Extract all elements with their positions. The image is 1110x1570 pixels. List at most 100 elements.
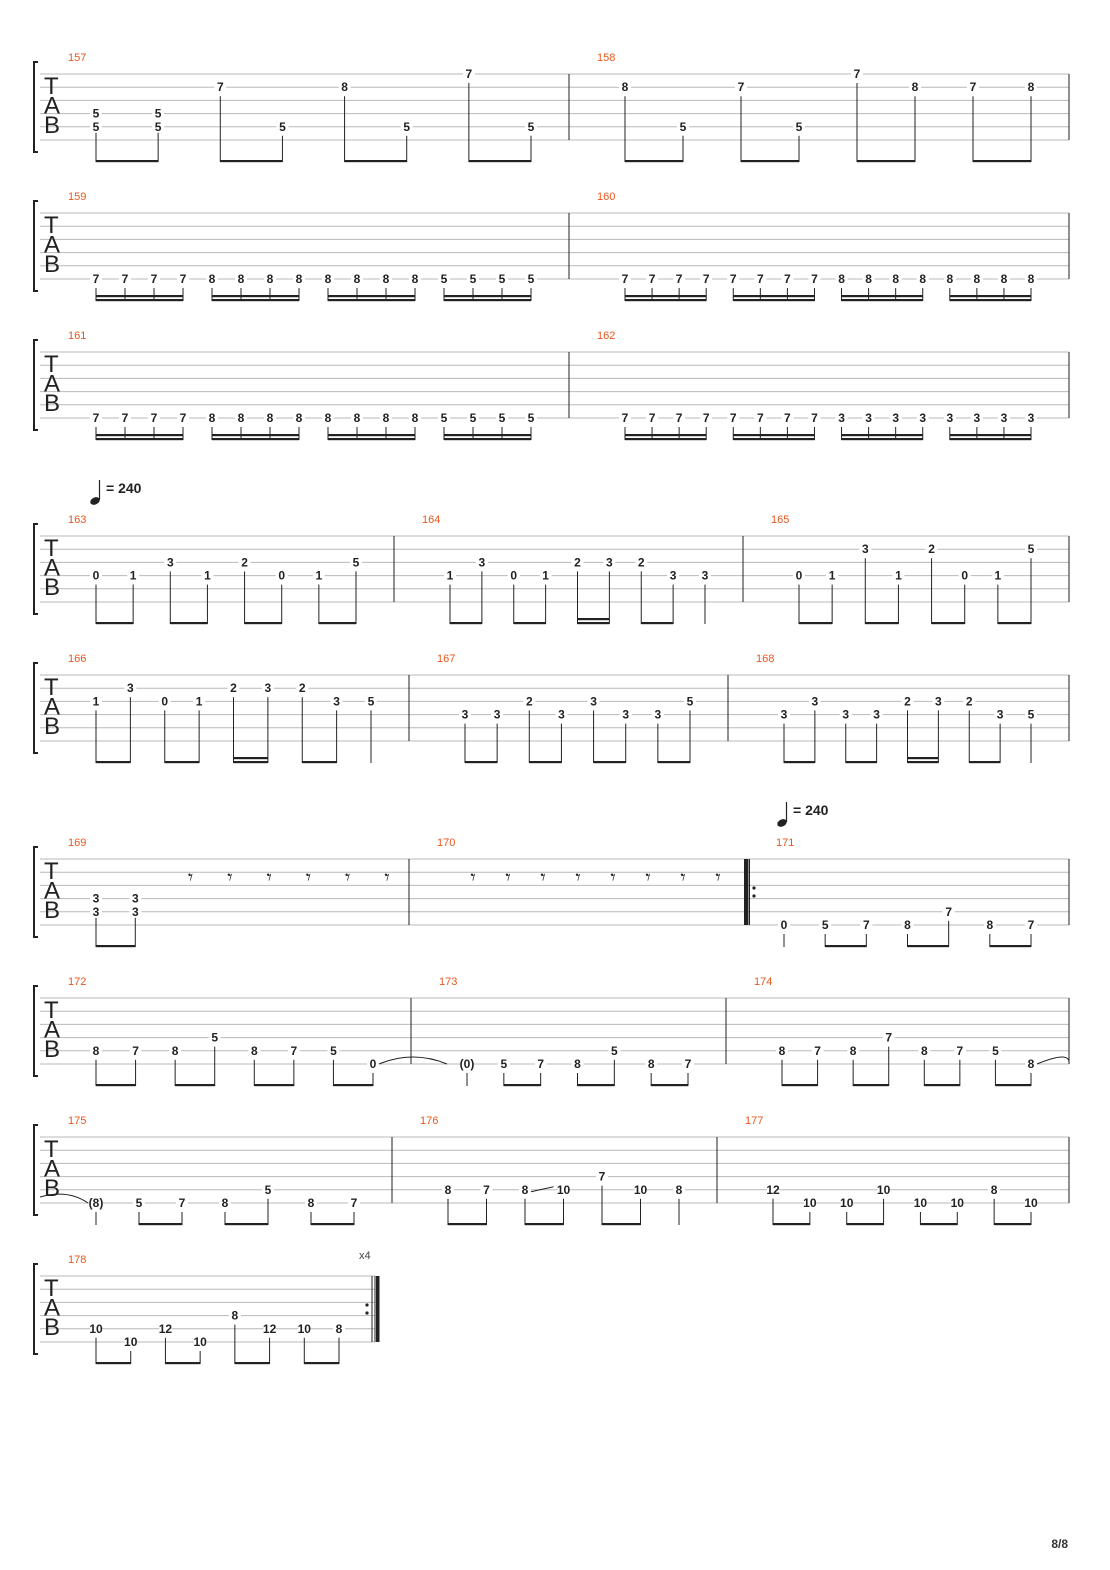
fret-number: 5 [500,1057,507,1071]
bar-number: 171 [776,837,794,849]
fret-number: 8 [412,272,419,286]
fret-number: 3 [873,708,880,722]
beam [841,299,923,302]
fret-number: 3 [462,708,469,722]
fret-bg [699,569,711,582]
beam [825,945,867,948]
fret-bg [667,569,680,582]
beam [529,761,562,764]
beam [625,299,707,302]
fret-bg [507,569,520,582]
beam [225,1223,268,1226]
tab-clef-letter: A [44,1156,60,1183]
system-bracket [33,1263,38,1355]
fret-bg [496,412,508,424]
fret-bg [365,695,377,708]
fret-number: 8 [354,272,361,286]
fret-bg [918,1044,931,1057]
fret-bg [619,273,631,285]
fret-bg [909,81,921,94]
beam [973,160,1031,163]
fret-bg [442,1183,454,1196]
beam [96,299,183,302]
fret-bg [400,120,413,133]
beam [468,160,531,163]
fret-bg [673,1183,685,1196]
fret-bg [811,1044,824,1057]
fret-bg [673,273,686,285]
fret-number: 8 [919,272,926,286]
fret-bg [778,708,790,721]
fret-bg [989,1044,1002,1057]
fret-bg [892,569,905,582]
beam [994,1223,1031,1226]
fret-number: 5 [470,411,477,425]
tempo-label: = 240 [793,802,829,818]
fret-number: 3 [622,708,629,722]
quarter-note-icon [90,497,100,505]
fret-bg [953,1044,966,1057]
fret-bg [129,905,142,918]
fret-number: 10 [89,1322,103,1336]
fret-number: 8 [986,918,993,932]
fret-bg [700,273,713,285]
fret-bg [781,412,794,424]
beam [254,1084,294,1087]
fret-bg [803,1197,816,1209]
tab-clef-letter: B [44,390,60,417]
bar-number: 157 [68,52,86,64]
bar-number: 158 [597,52,615,64]
fret-number: 3 [333,694,340,708]
fret-bg [943,412,956,424]
fret-number: 7 [854,67,861,81]
fret-bg [90,273,102,285]
fret-bg [201,569,214,582]
fret-bg [889,273,902,285]
fret-number: 1 [204,569,211,583]
beam [304,1362,339,1365]
fret-number: 7 [945,905,952,919]
fret-number: 5 [680,120,687,134]
fret-number: 3 [702,569,709,583]
fret-bg [901,695,914,708]
fret-bg [839,708,852,721]
fret-number: 8 [904,918,911,932]
beam [212,299,299,302]
fret-bg [571,1058,584,1070]
beam [920,1223,958,1226]
repeat-dot [752,886,756,890]
beam [503,1084,541,1087]
fret-bg [534,1058,547,1070]
fret-number: 7 [291,1044,298,1058]
fret-number: 5 [93,107,100,121]
beam [625,160,683,163]
fret-bg [967,81,979,94]
fret-number: 8 [838,272,845,286]
beam [513,622,546,625]
beam [949,438,1031,441]
beam-secondary [907,757,939,760]
tab-clef-letter: A [44,93,60,120]
slide-line [530,1186,554,1193]
fret-number: 1 [196,694,203,708]
beam [841,438,923,441]
fret-bg [293,412,305,424]
fret-number: 8 [308,1196,315,1210]
fret-number: 5 [1028,542,1035,556]
fret-number: 1 [829,569,836,583]
fret-bg [350,556,362,569]
system-bracket [33,662,38,754]
fret-number: 5 [528,272,535,286]
fret-number: 5 [403,120,410,134]
fret-bg [90,107,102,120]
fret-bg [539,569,552,582]
fret-bg [235,273,247,285]
fret-number: 5 [1028,708,1035,722]
fret-number: 3 [670,569,677,583]
beam [784,761,815,764]
tab-clef-letter: T [44,858,59,885]
bar-number: 166 [68,653,86,665]
tab-clef-letter: T [44,1136,59,1163]
tab-clef-letter: B [44,112,60,139]
